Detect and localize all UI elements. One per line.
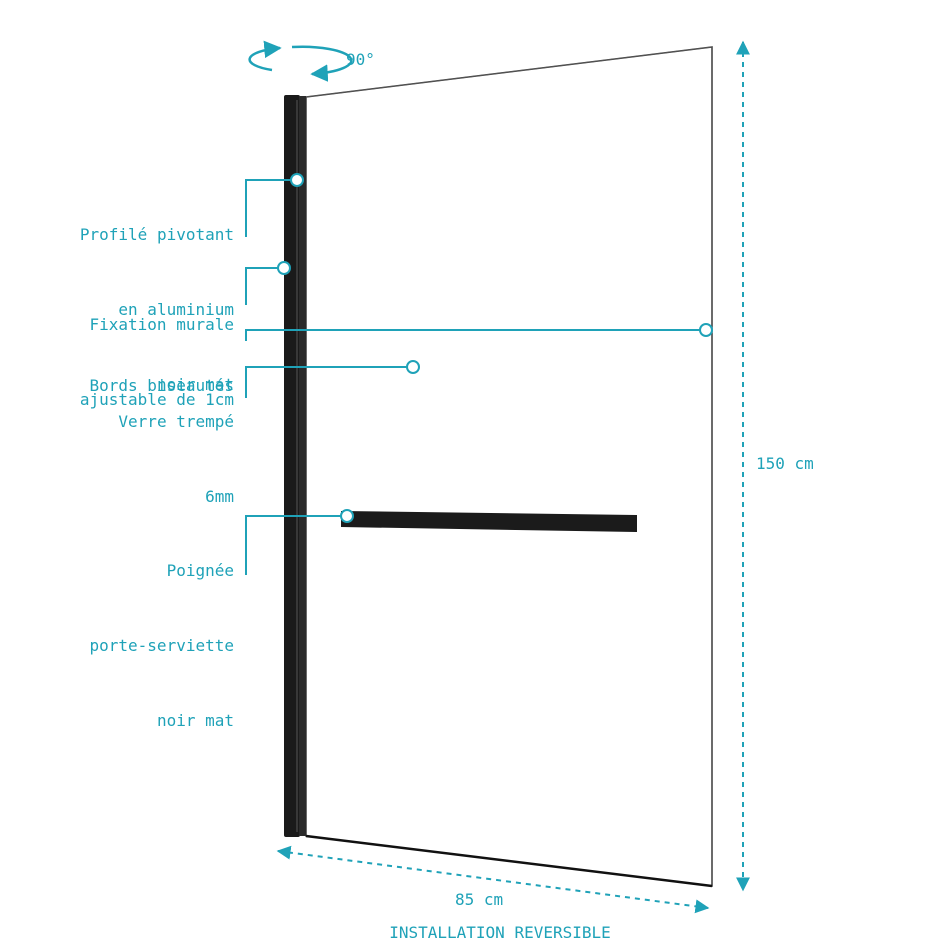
label-profile: Profilé pivotant en aluminium noir mat (80, 172, 234, 447)
callout-fixing-line (245, 267, 284, 305)
rotation-arrow-icon (248, 40, 353, 82)
label-handle-line-2: porte-serviette (89, 636, 235, 655)
pivot-profile (284, 95, 300, 837)
glass-top-edge (305, 46, 713, 98)
callout-glass-line (245, 366, 413, 398)
width-dimension-arrow (276, 845, 710, 914)
callout-profile-line (245, 179, 297, 237)
height-dimension-label: 150 cm (756, 454, 814, 473)
callout-handle-line (245, 515, 347, 575)
width-dimension-label: 85 cm (455, 890, 504, 909)
label-glass-line-1: Verre trempé (118, 412, 234, 431)
label-wall-fixing-line-1: Fixation murale (89, 315, 235, 334)
label-profile-line-2: en aluminium (118, 300, 234, 319)
label-handle-line-3: noir mat (156, 711, 234, 730)
callout-edges-line (245, 329, 706, 341)
label-profile-line-1: Profilé pivotant (79, 225, 234, 244)
callout-dots (277, 173, 713, 523)
fixing-dot (277, 261, 291, 275)
glass-panel (305, 46, 713, 887)
label-wall-fixing-line-2: ajustable de 1cm (79, 390, 234, 409)
label-edges-line-1: Bords biseautés (89, 376, 235, 395)
towel-bar-handle (341, 511, 637, 532)
label-edges: Bords biseautés (90, 323, 235, 448)
label-handle: Poignée porte-serviette noir mat (90, 508, 235, 783)
glass-dot (406, 360, 420, 374)
footer-installation-text: INSTALLATION REVERSIBLE (389, 923, 611, 942)
pivot-profile-inner (299, 96, 306, 836)
callout-lines (245, 179, 706, 575)
rotation-label: 90° (346, 50, 375, 69)
handle-dot (340, 509, 354, 523)
label-wall-fixing: Fixation murale ajustable de 1cm (80, 262, 234, 462)
label-profile-line-3: noir mat (156, 375, 234, 394)
label-handle-line-1: Poignée (166, 561, 234, 580)
edges-dot (699, 323, 713, 337)
label-glass-line-2: 6mm (205, 487, 234, 506)
profile-dot (290, 173, 304, 187)
label-glass: Verre trempé 6mm (118, 359, 234, 559)
